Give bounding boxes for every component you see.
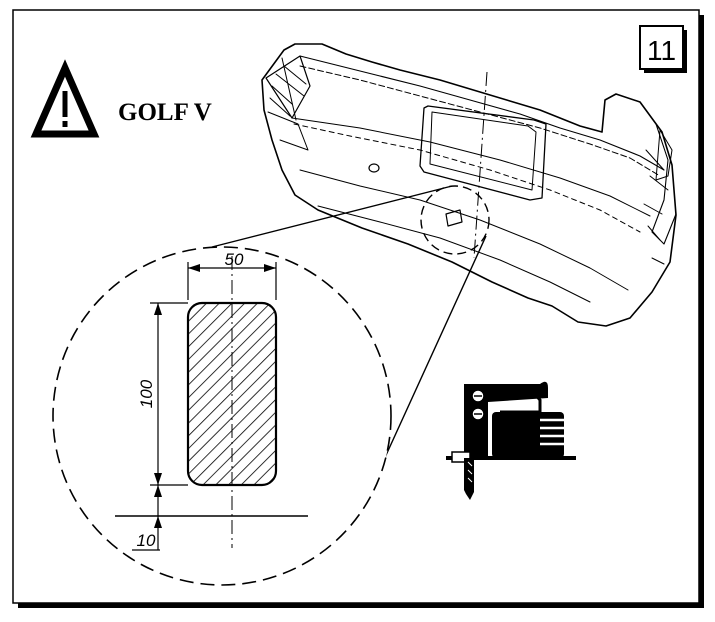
warning-triangle-icon	[30, 59, 100, 138]
model-label: GOLF V	[118, 99, 212, 126]
jigsaw-icon	[446, 381, 576, 500]
leader-line-top	[211, 185, 453, 248]
width-dimension-label: 50	[225, 250, 244, 269]
offset-dimension-label: 10	[137, 531, 156, 550]
step-number-box: 11	[639, 25, 687, 73]
detail-magnified-view: 50 100 10	[52, 246, 392, 586]
bumper-centerline	[473, 71, 488, 259]
height-dimension-label: 100	[137, 379, 156, 408]
leader-line-bottom	[381, 235, 487, 465]
detail-marker-circle	[420, 185, 490, 255]
step-number: 11	[647, 35, 676, 66]
rear-bumper	[261, 43, 677, 327]
